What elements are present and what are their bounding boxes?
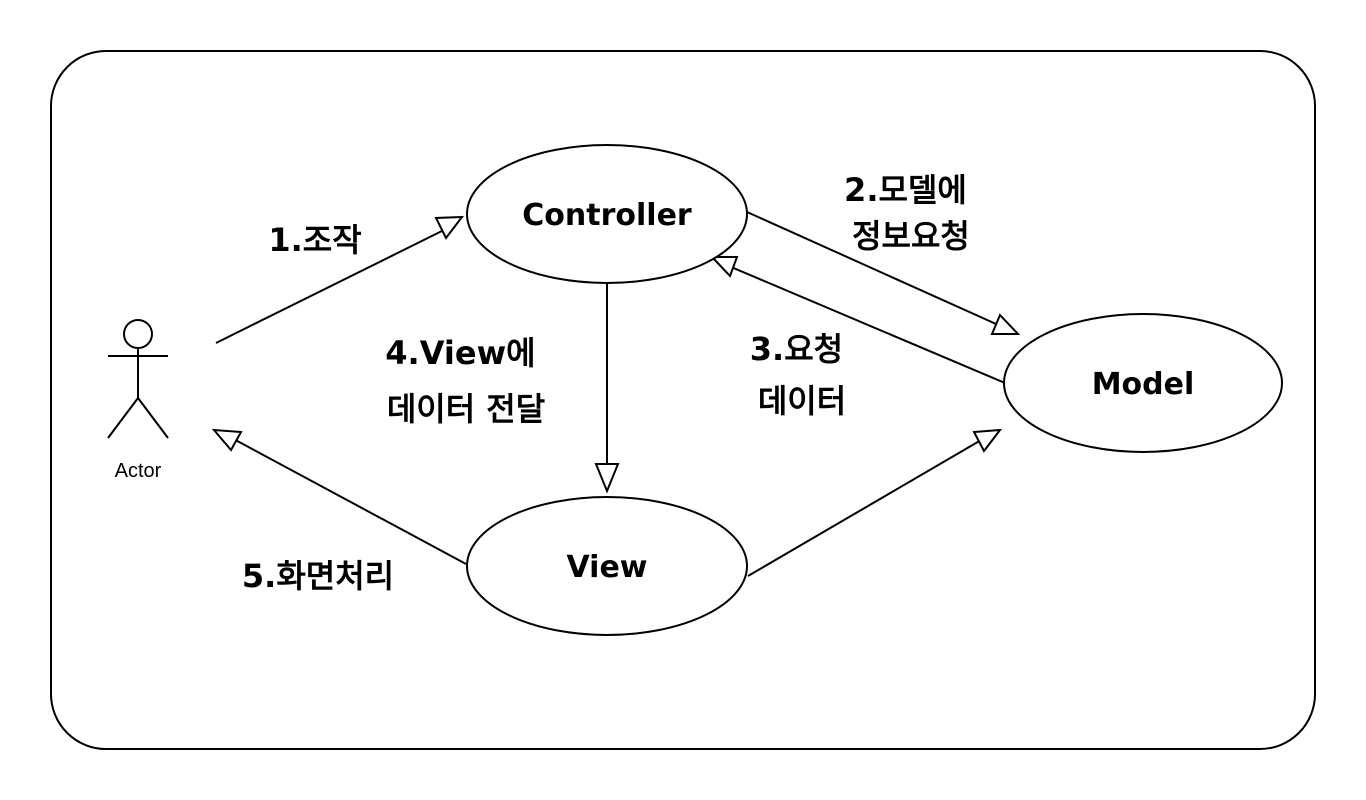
actor-left-leg [107, 397, 139, 439]
actor-right-leg [137, 397, 169, 439]
label-controller-to-view-line-2: 데이터 전달 [387, 390, 545, 428]
arrowhead-actor-to-controller [434, 215, 465, 240]
view-label: View [566, 550, 647, 585]
actor-figure[interactable] [107, 319, 169, 439]
label-controller-to-model-line-1: 2.모델에 [844, 171, 967, 209]
edge-model-to-controller [723, 263, 1006, 384]
label-controller-to-model-line-2: 정보요청 [852, 217, 970, 255]
model-node[interactable] [1003, 313, 1283, 453]
view-node[interactable] [466, 496, 748, 636]
arrowhead-controller-to-view [594, 463, 620, 494]
edge-controller-to-model [746, 211, 1006, 329]
label-controller-to-view: 4.View에 데이터 전달 [385, 334, 546, 428]
arrowhead-view-to-actor [211, 428, 243, 452]
model-label: Model [1092, 367, 1195, 402]
label-view-to-actor: 5.화면처리 [242, 557, 394, 595]
controller-node[interactable] [466, 144, 748, 284]
actor-label: Actor [115, 460, 162, 482]
label-model-to-controller-line-1: 3.요청 [750, 330, 843, 368]
edge-actor-to-controller [215, 226, 451, 344]
arrowhead-view-to-model [972, 428, 1003, 453]
diagram-frame [50, 50, 1316, 750]
label-controller-to-view-line-1: 4.View에 [385, 334, 535, 372]
label-controller-to-model: 2.모델에 정보요청 [844, 171, 978, 255]
label-actor-to-controller-line-1: 1.조작 [268, 221, 361, 259]
edge-view-to-actor [227, 435, 467, 565]
label-model-to-controller-line-2: 데이터 [758, 382, 846, 420]
arrowhead-controller-to-model [990, 313, 1021, 335]
label-model-to-controller: 3.요청 데이터 [750, 330, 854, 420]
label-actor-to-controller: 1.조작 [268, 221, 361, 259]
edge-view-to-model [747, 435, 989, 577]
label-view-to-actor-line-1: 5.화면처리 [242, 557, 394, 595]
arrowhead-model-to-controller [709, 256, 739, 278]
controller-label: Controller [522, 198, 692, 233]
